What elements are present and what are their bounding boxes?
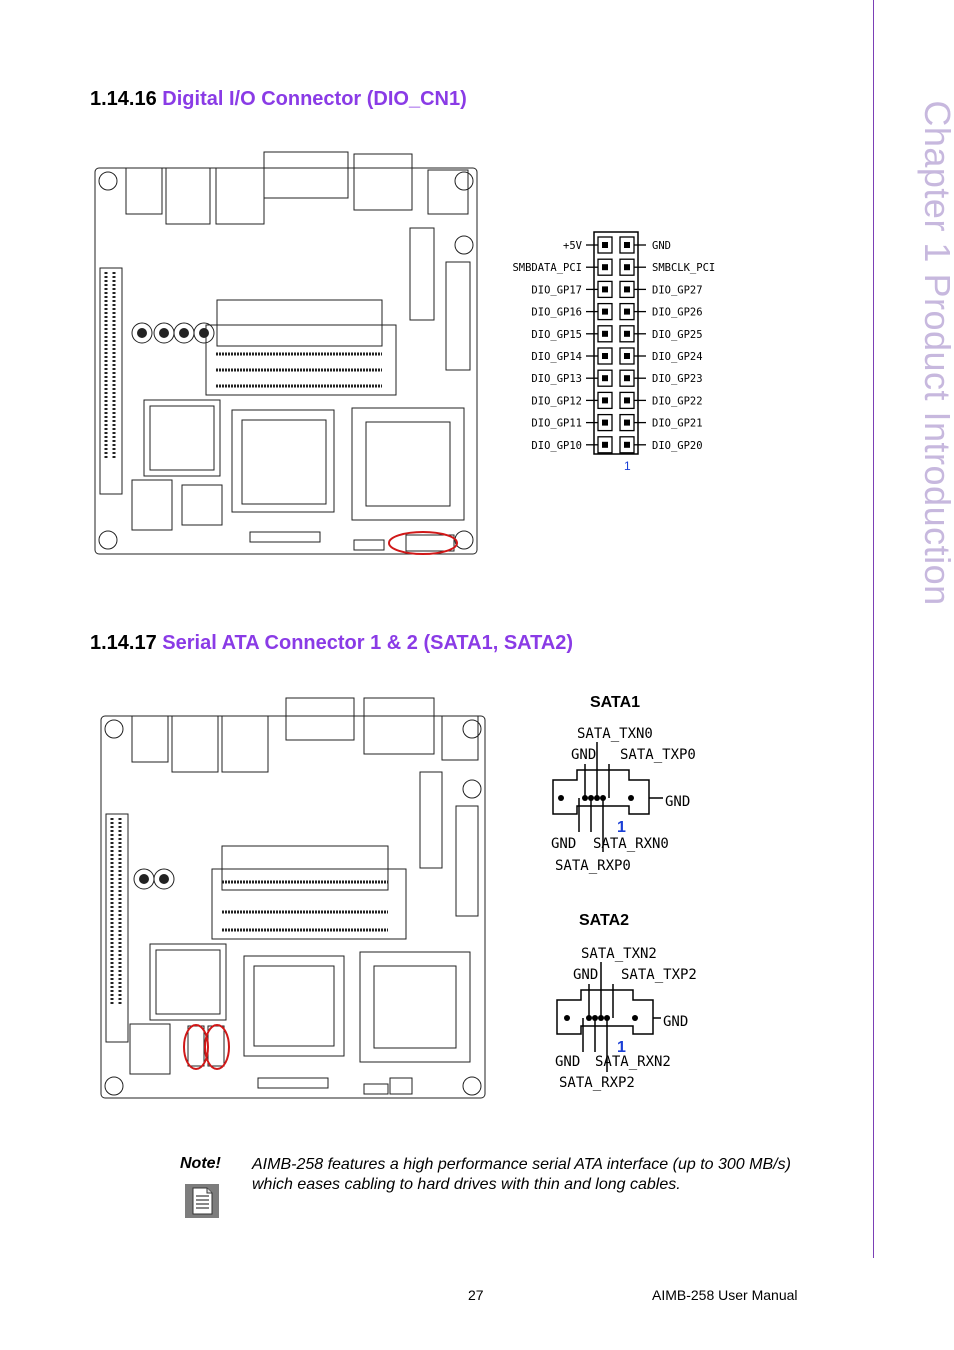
section-number: 1.14.17 — [90, 632, 157, 654]
dio-pin-contact — [602, 397, 608, 404]
dio-right-pin-label: GND — [652, 240, 671, 252]
dio-pin-contact — [624, 308, 630, 315]
sata2-title: SATA2 — [579, 912, 630, 929]
dio-left-pin-label: DIO_GP11 — [531, 418, 582, 430]
chapter-label: Chapter 1 Product Introduction — [917, 100, 954, 606]
dio-pin-contact — [602, 264, 608, 271]
side-rule — [873, 0, 874, 1258]
note-document-icon — [185, 1184, 219, 1218]
note-label: Note! — [180, 1155, 221, 1172]
dio-right-pin-label: DIO_GP20 — [652, 440, 703, 452]
dio-pin-contact — [602, 286, 608, 293]
dio-pin-contact — [602, 242, 608, 248]
section-number: 1.14.16 — [90, 88, 157, 110]
sata2-highlight-ring — [204, 1024, 230, 1070]
dio-left-pin-label: DIO_GP14 — [531, 351, 582, 363]
dio-pin-contact — [624, 441, 630, 448]
note-text: AIMB-258 features a high performance ser… — [252, 1156, 791, 1193]
dio-pin-contact — [602, 375, 608, 382]
dio-left-pin-label: +5V — [563, 240, 583, 252]
sata2-txn-label: SATA_TXN2 — [581, 946, 657, 962]
dio-left-pin-label: SMBDATA_PCI — [512, 262, 582, 274]
dio-left-pin-label: DIO_GP10 — [531, 440, 582, 452]
sata1-rxp-label: SATA_RXP0 — [555, 858, 631, 874]
section-heading-dio: 1.14.16 Digital I/O Connector (DIO_CN1) — [90, 88, 467, 111]
dio-pin-contact — [602, 419, 608, 426]
sata1-rxn-label: SATA_RXN0 — [593, 836, 669, 852]
sata1-pinout-diagram: SATA_TXN0 GND SATA_TXP0 GND 1 GND SATA_R… — [551, 726, 696, 874]
dio-pin-contact — [624, 419, 630, 426]
manual-name: AIMB-258 User Manual — [652, 1287, 798, 1303]
sata1-gnd-right-label: GND — [665, 794, 690, 810]
dio-left-pin-label: DIO_GP15 — [531, 329, 582, 341]
sata2-pinout-diagram: SATA_TXN2 GND SATA_TXP2 GND 1 GND SATA_R… — [555, 946, 697, 1091]
dio-pin-contact — [602, 330, 608, 337]
sata2-txp-label: SATA_TXP2 — [621, 967, 697, 983]
sata1-title: SATA1 — [590, 694, 641, 711]
dio-left-pin-label: DIO_GP12 — [531, 395, 582, 407]
dio-pin-contact — [624, 242, 630, 248]
dio-right-pin-label: DIO_GP23 — [652, 373, 703, 385]
section-title: Digital I/O Connector (DIO_CN1) — [162, 88, 467, 110]
dio-right-pin-label: DIO_GP21 — [652, 418, 703, 430]
dio-right-pin-label: SMBCLK_PCI — [652, 262, 715, 274]
page-number: 27 — [468, 1287, 484, 1303]
dio-pin-contact — [602, 441, 608, 448]
sata2-rxn-label: SATA_RXN2 — [595, 1054, 671, 1070]
sata2-gnd-right-label: GND — [663, 1014, 688, 1030]
dio-right-pin-label: DIO_GP27 — [652, 284, 703, 296]
sata2-gnd-bottom-label: GND — [555, 1054, 580, 1070]
motherboard-diagram-sata — [100, 697, 486, 1099]
dio-right-pin-label: DIO_GP22 — [652, 395, 703, 407]
dio-left-pin-label: DIO_GP17 — [531, 284, 582, 296]
dio-pin-contact — [624, 330, 630, 337]
chapter-sidebar: Chapter 1 Product Introduction — [917, 88, 954, 618]
dio-left-pin-label: DIO_GP16 — [531, 307, 582, 319]
dio-pin-contact — [602, 308, 608, 315]
dio-pin-contact — [602, 353, 608, 359]
dio-pin-one-marker: 1 — [624, 459, 631, 473]
section-title: Serial ATA Connector 1 & 2 (SATA1, SATA2… — [162, 632, 574, 654]
sata1-txp-label: SATA_TXP0 — [620, 747, 696, 763]
sata1-highlight-ring — [183, 1024, 209, 1070]
dio-pin-contact — [624, 286, 630, 293]
dio-right-pin-label: DIO_GP25 — [652, 329, 703, 341]
sata2-pin-one-marker: 1 — [617, 1039, 626, 1056]
sata1-pin-one-marker: 1 — [617, 819, 626, 836]
dio-pin-contact — [624, 375, 630, 382]
sata2-gnd-top-label: GND — [573, 967, 598, 983]
dio-highlight-ring — [388, 531, 458, 555]
dio-right-pin-label: DIO_GP24 — [652, 351, 703, 363]
dio-pin-contact — [624, 397, 630, 404]
dio-left-pin-label: DIO_GP13 — [531, 373, 582, 385]
sata1-gnd-bottom-label: GND — [551, 836, 576, 852]
motherboard-diagram-dio — [94, 151, 478, 555]
dio-right-pin-label: DIO_GP26 — [652, 307, 703, 319]
sata2-rxp-label: SATA_RXP2 — [559, 1075, 635, 1091]
dio-pin-contact — [624, 353, 630, 359]
section-heading-sata: 1.14.17 Serial ATA Connector 1 & 2 (SATA… — [90, 632, 573, 655]
sata1-txn-label: SATA_TXN0 — [577, 726, 653, 742]
dio-pin-contact — [624, 264, 630, 271]
sata1-gnd-top-label: GND — [571, 747, 596, 763]
